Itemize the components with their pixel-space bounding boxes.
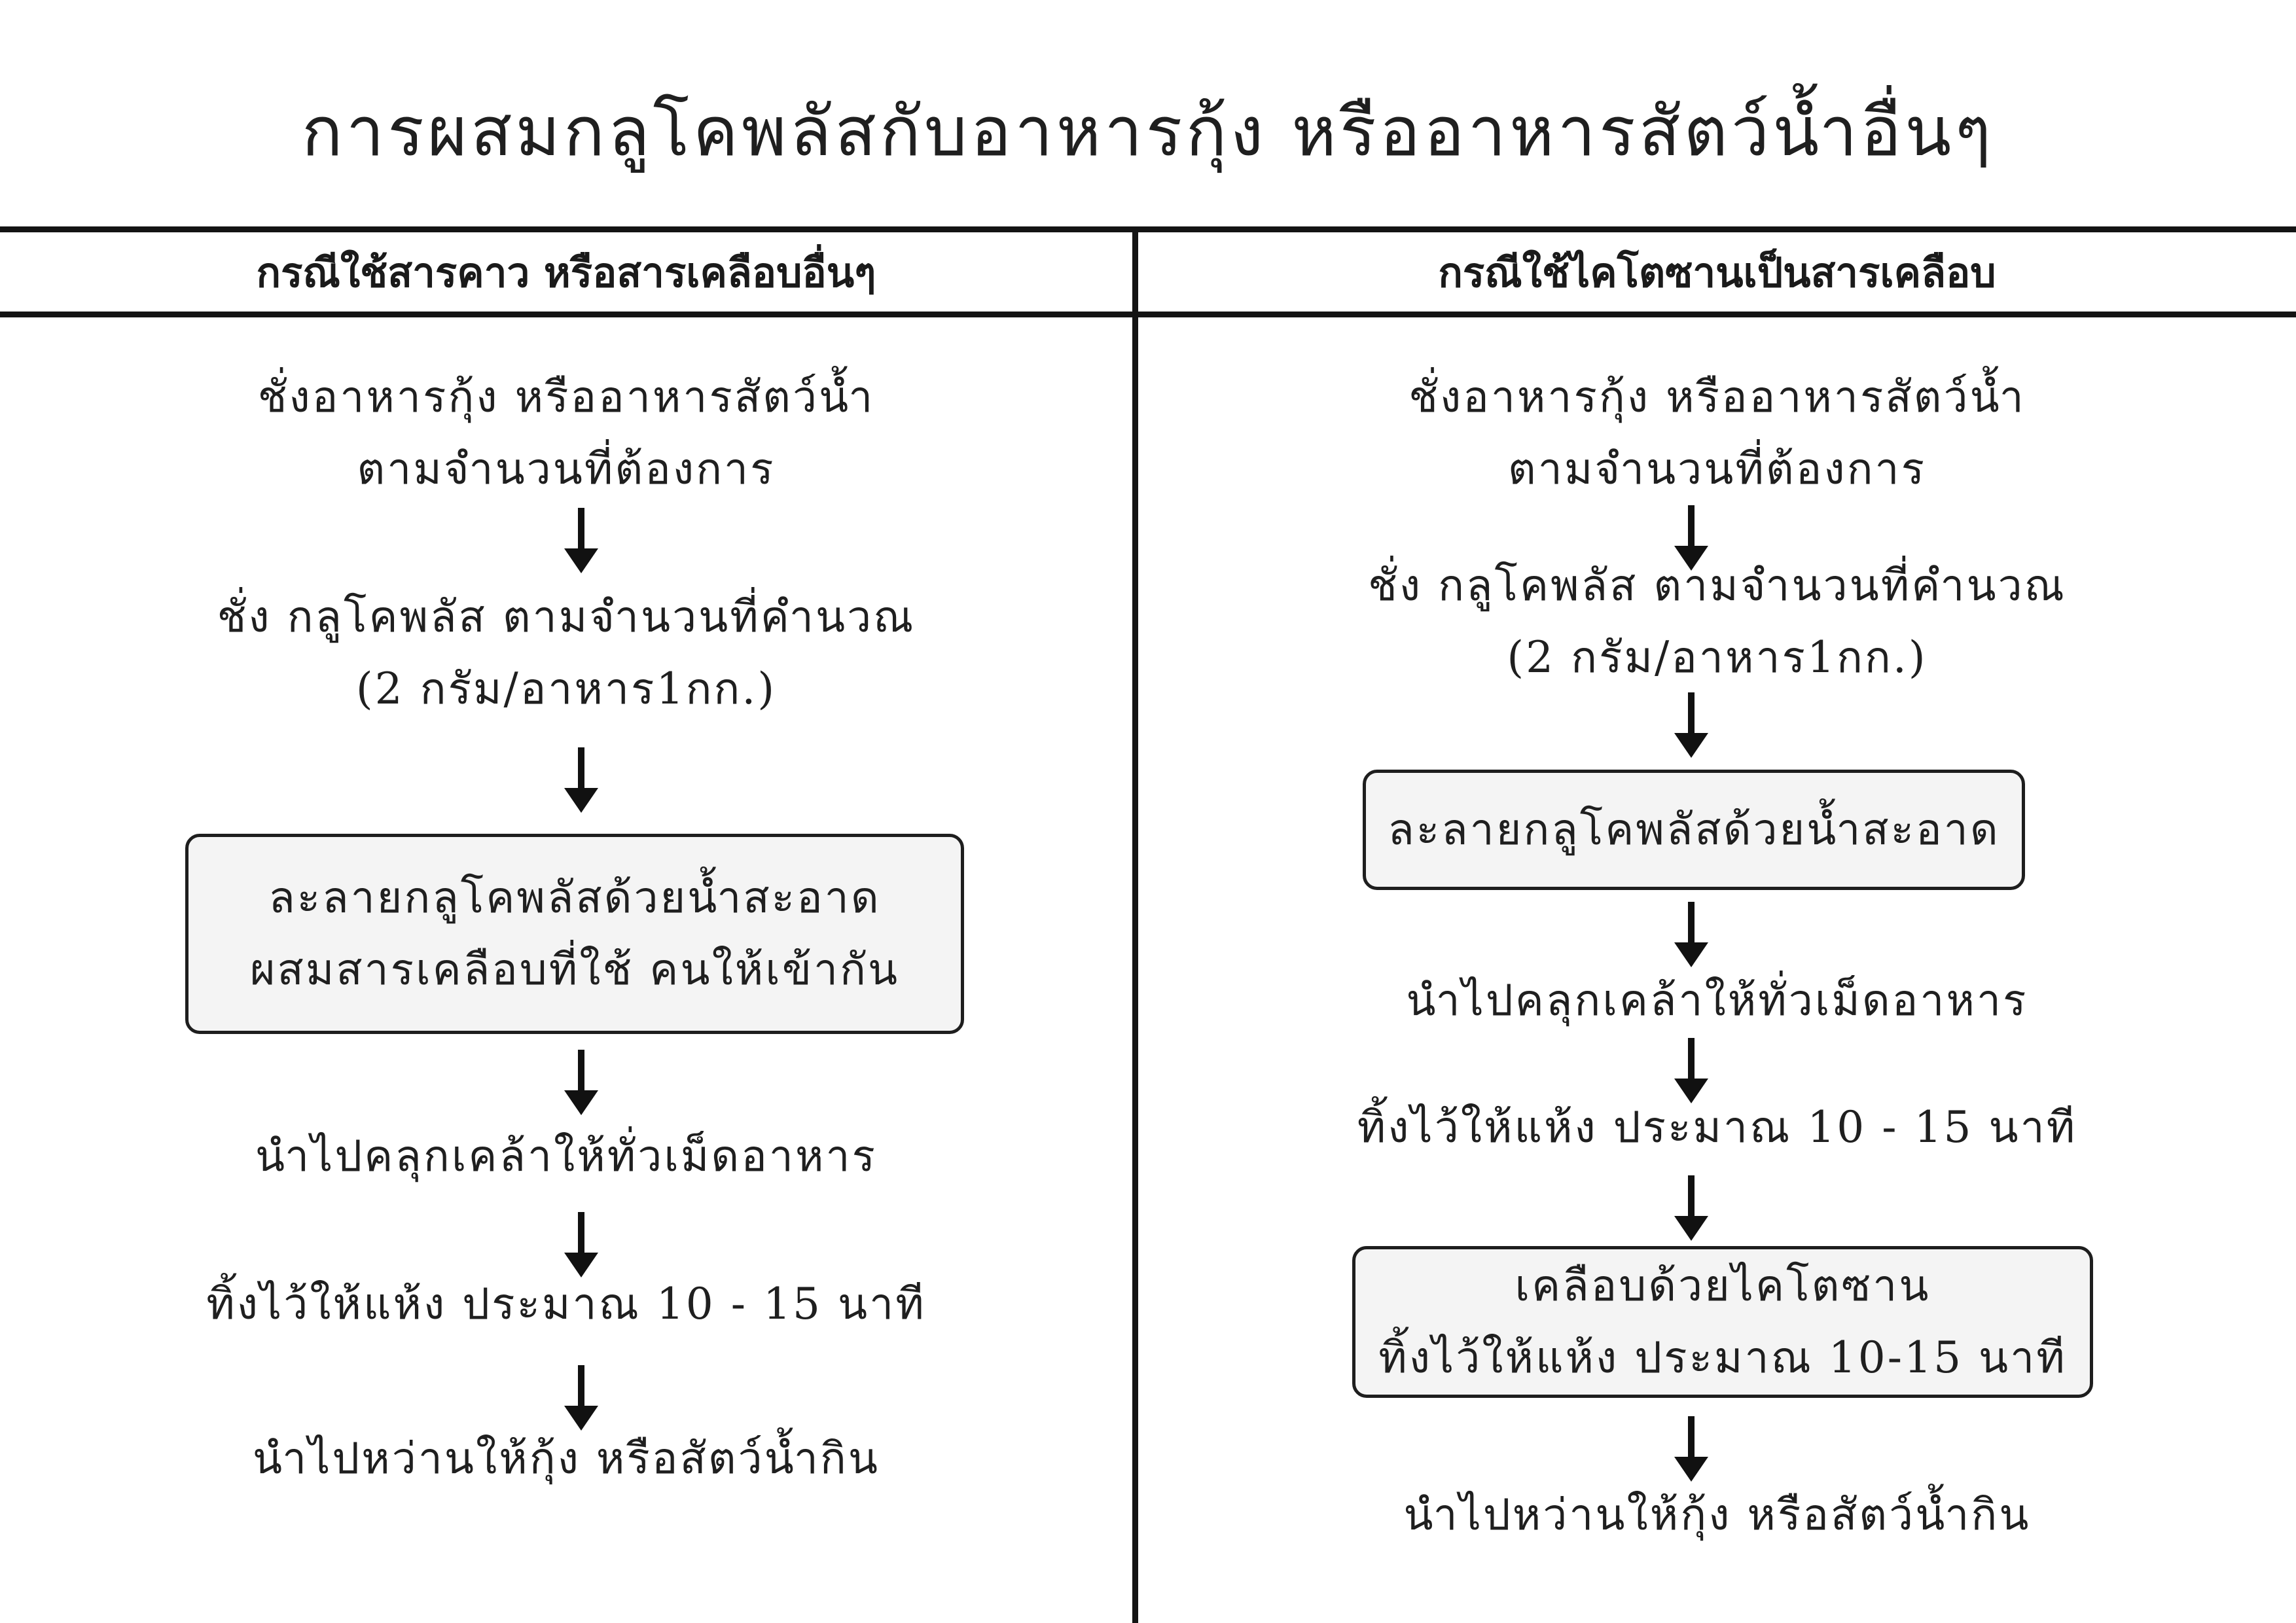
right-step-coat-pellets: นำไปคลุกเคล้าให้ทั่วเม็ดอาหาร xyxy=(1406,975,2028,1026)
left-step-weigh-feed: ชั่งอาหารกุ้ง หรืออาหารสัตว์น้ำ ตามจำนวน… xyxy=(257,372,875,494)
arrow-down-icon xyxy=(562,1212,601,1277)
column-divider xyxy=(1132,226,1138,1623)
page-title: การผสมกลูโคพลัสกับอาหารกุ้ง หรืออาหารสัต… xyxy=(301,92,1995,171)
right-column-header: กรณีใช้ไคโตซานเป็นสารเคลือบ xyxy=(1438,249,1996,296)
arrow-down-icon xyxy=(1672,902,1711,967)
arrow-down-icon xyxy=(1672,505,1711,571)
right-step-weigh-glucoplus: ชั่ง กลูโคพลัส ตามจำนวนที่คำนวณ (2 กรัม/… xyxy=(1368,560,2066,683)
right-step-feed: นำไปหว่านให้กุ้ง หรือสัตว์น้ำกิน xyxy=(1403,1489,2031,1540)
left-step-coat-pellets: นำไปคลุกเคล้าให้ทั่วเม็ดอาหาร xyxy=(255,1131,877,1181)
left-step-weigh-glucoplus: ชั่ง กลูโคพลัส ตามจำนวนที่คำนวณ (2 กรัม/… xyxy=(217,592,916,714)
arrow-down-icon xyxy=(1672,1416,1711,1482)
arrow-down-icon xyxy=(562,1050,601,1115)
arrow-down-icon xyxy=(562,508,601,573)
arrow-down-icon xyxy=(1672,692,1711,758)
right-step-chitosan-coat-box: เคลือบด้วยไคโตซาน ทิ้งไว้ให้แห้ง ประมาณ … xyxy=(1352,1246,2093,1398)
arrow-down-icon xyxy=(562,1365,601,1431)
left-step-feed: นำไปหว่านให้กุ้ง หรือสัตว์น้ำกิน xyxy=(253,1433,880,1484)
arrow-down-icon xyxy=(562,747,601,813)
left-step-dissolve-box: ละลายกลูโคพลัสด้วยน้ำสะอาด ผสมสารเคลือบท… xyxy=(185,834,964,1034)
arrow-down-icon xyxy=(1672,1038,1711,1103)
right-step-dissolve-box: ละลายกลูโคพลัสด้วยน้ำสะอาด xyxy=(1363,770,2025,890)
left-column-header: กรณีใช้สารคาว หรือสารเคลือบอื่นๆ xyxy=(256,249,876,296)
header-bottom-divider xyxy=(0,312,2296,317)
right-step-dry: ทิ้งไว้ให้แห้ง ประมาณ 10 - 15 นาที xyxy=(1357,1102,2077,1152)
header-top-divider xyxy=(0,226,2296,232)
left-step-dry: ทิ้งไว้ให้แห้ง ประมาณ 10 - 15 นาที xyxy=(206,1279,926,1329)
arrow-down-icon xyxy=(1672,1175,1711,1241)
right-step-weigh-feed: ชั่งอาหารกุ้ง หรืออาหารสัตว์น้ำ ตามจำนวน… xyxy=(1408,372,2026,494)
